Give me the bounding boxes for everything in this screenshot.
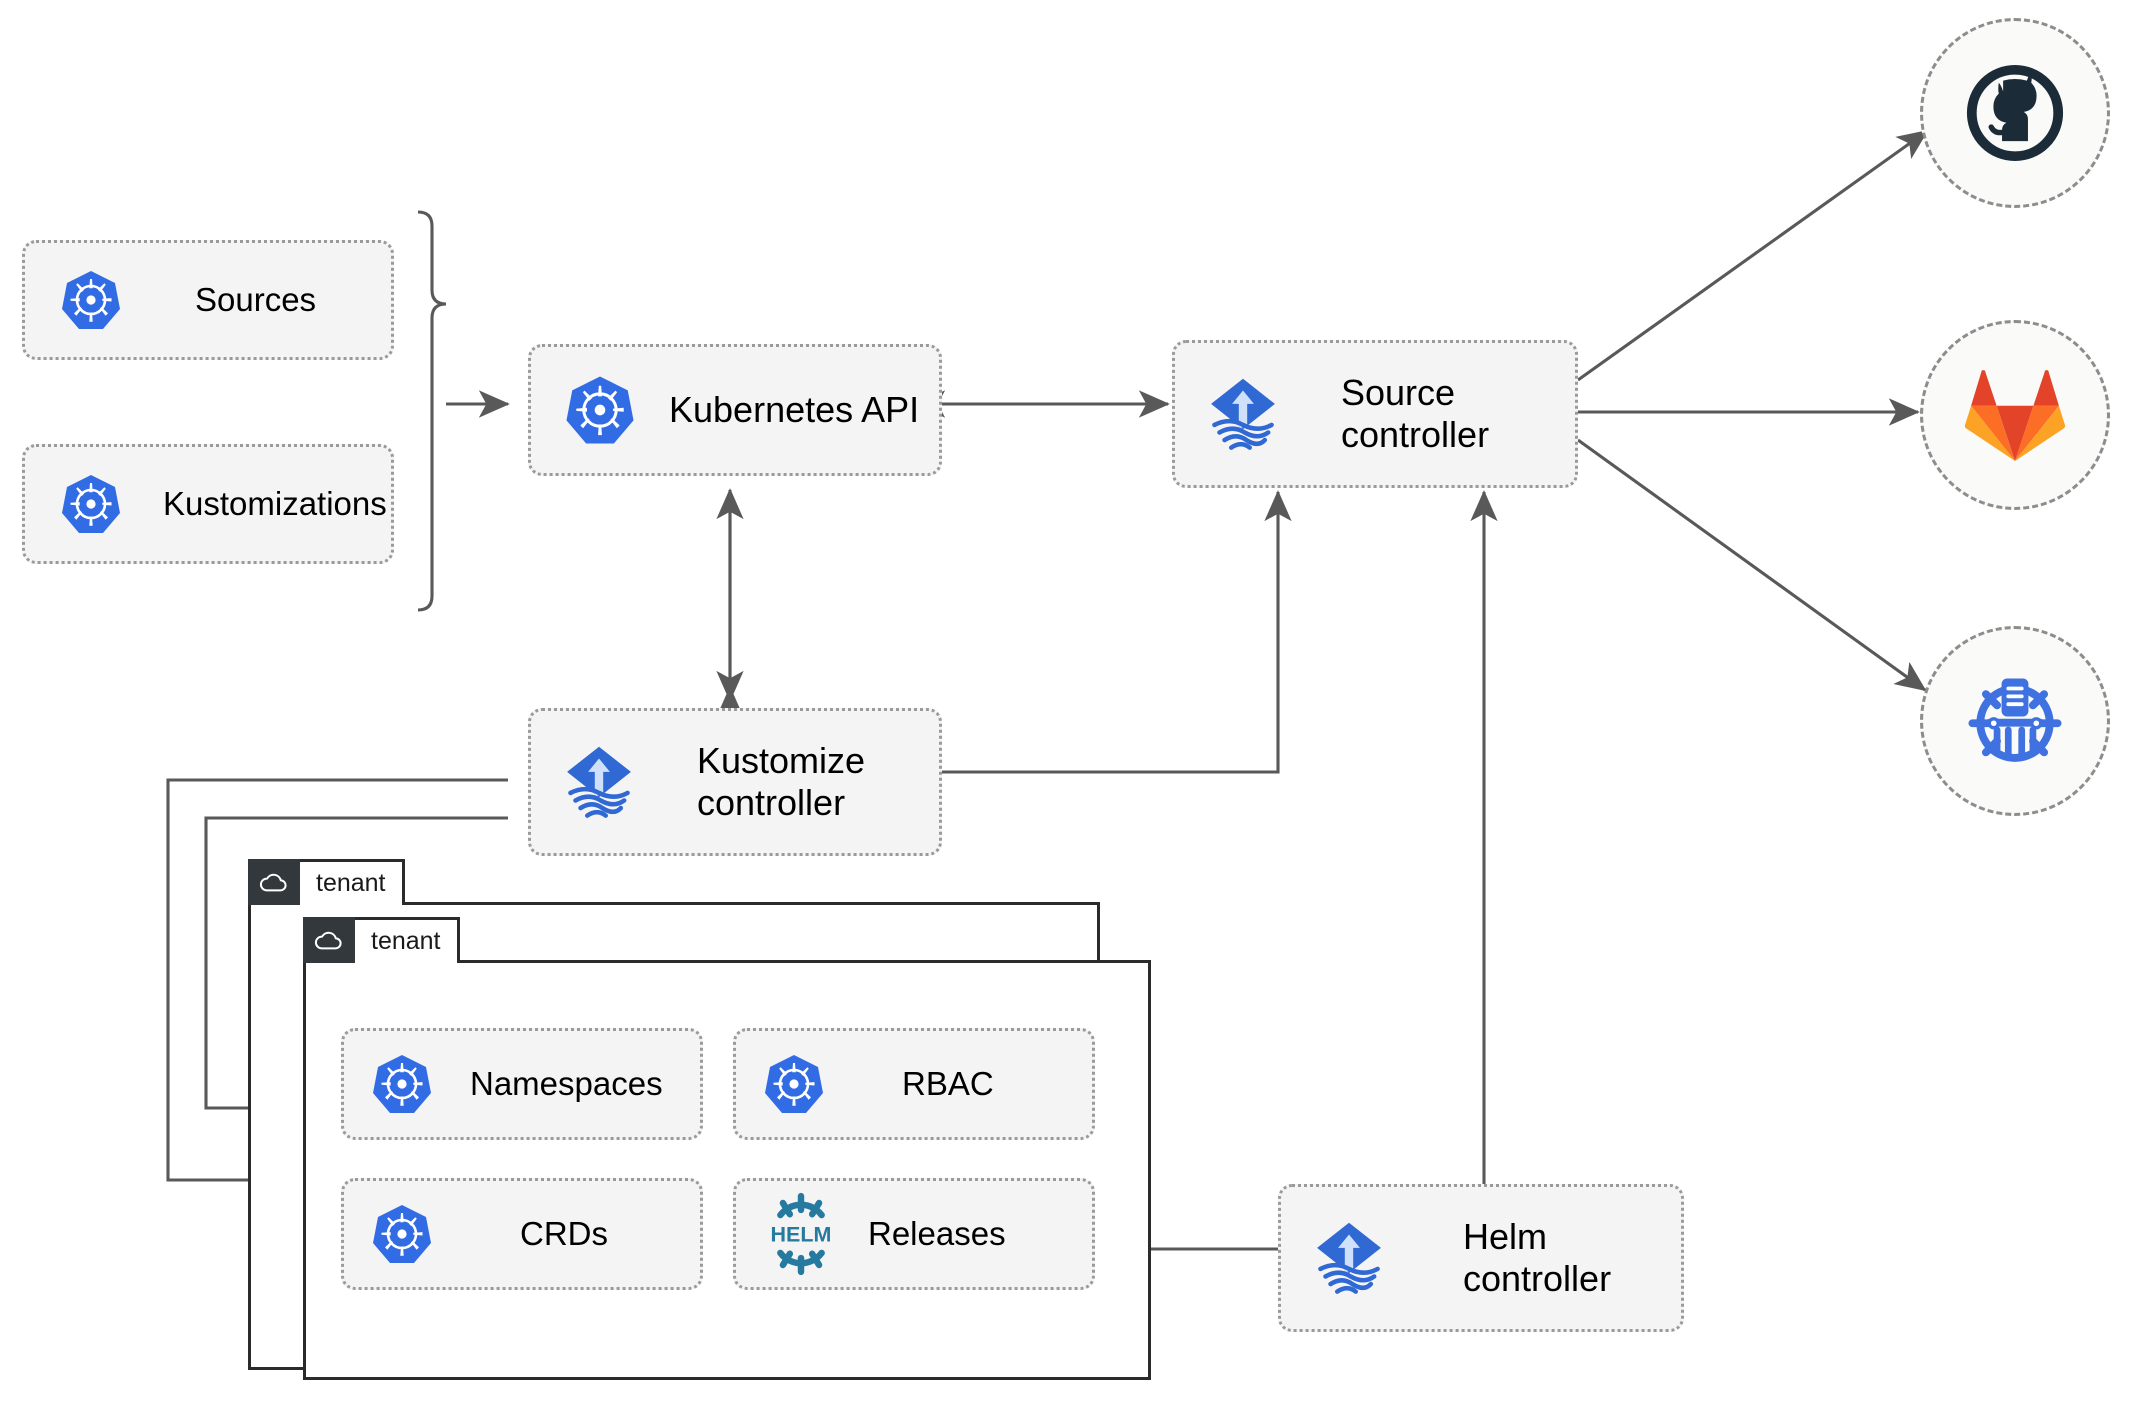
kubernetes-icon [370,1202,434,1266]
tenant-container-front: tenant [303,917,1151,1380]
github-icon [1961,59,2069,167]
node-label: Releases [868,1214,1006,1252]
node-helm-controller[interactable]: Helm controller [1278,1184,1684,1332]
helm-wordmark: HELM [771,1223,832,1247]
flux-icon [1201,372,1285,456]
node-label-line2: controller [1463,1258,1612,1299]
resource-releases[interactable]: HELM Releases [733,1178,1095,1290]
node-kustomize-controller[interactable]: Kustomize controller [528,708,942,856]
node-label: Kustomizations [163,484,387,522]
provider-gitlab[interactable] [1920,320,2110,510]
node-label: Sources [195,280,317,318]
node-sources[interactable]: Sources [22,240,394,360]
node-kubernetes-api[interactable]: Kubernetes API [528,344,942,476]
helm-repository-icon [1959,665,2071,777]
node-source-controller[interactable]: Source controller [1172,340,1578,488]
provider-helm-repository[interactable] [1920,626,2110,816]
cloud-icon [303,917,355,963]
kubernetes-icon [59,268,123,332]
tenant-tab[interactable]: tenant [303,917,460,963]
provider-github[interactable] [1920,18,2110,208]
node-label-line1: Kustomize [697,739,866,781]
resource-rbac[interactable]: RBAC [733,1028,1095,1140]
node-label: Kubernetes API [669,388,920,430]
node-label: Namespaces [470,1064,663,1102]
node-label: RBAC [902,1064,994,1102]
helm-icon: HELM [758,1191,844,1277]
tenant-tab[interactable]: tenant [248,859,405,905]
node-label-line1: Helm [1463,1215,1548,1257]
kubernetes-icon [762,1052,826,1116]
node-label-line1: Source [1341,371,1456,413]
flux-icon [557,740,641,824]
node-kustomizations[interactable]: Kustomizations [22,444,394,564]
gitlab-icon [1963,367,2067,463]
tenant-tab-label: tenant [300,859,405,905]
kubernetes-icon [59,472,123,536]
node-label: Kustomize controller [697,740,865,825]
node-label: Source controller [1341,372,1489,457]
node-label-line2: controller [697,782,846,823]
flux-icon [1307,1216,1391,1300]
cloud-icon [248,859,300,905]
node-label-line2: controller [1341,414,1490,455]
kubernetes-icon [563,373,637,447]
tenant-tab-label: tenant [355,917,460,963]
kubernetes-icon [370,1052,434,1116]
resource-namespaces[interactable]: Namespaces [341,1028,703,1140]
node-label: Helm controller [1463,1216,1611,1301]
resource-crds[interactable]: CRDs [341,1178,703,1290]
node-label: CRDs [520,1214,608,1252]
